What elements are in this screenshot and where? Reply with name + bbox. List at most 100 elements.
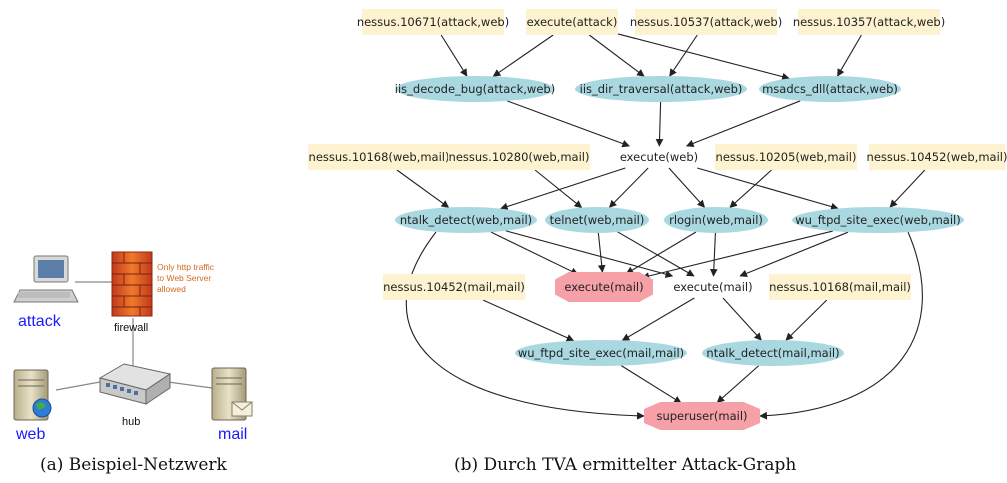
graph-edge: [505, 230, 674, 278]
graph-nodes: nessus.10671(attack,web) execute(attack) n…: [308, 9, 1007, 430]
attack-label: attack: [18, 313, 62, 330]
graph-edge: [785, 299, 828, 341]
node-shape: [798, 9, 940, 35]
graph-node-n10452mm: nessus.10452(mail,mail): [383, 274, 525, 300]
hub-icon: [98, 363, 172, 405]
graph-edge: [641, 230, 833, 280]
node-shape: [448, 144, 590, 170]
graph-node-n10168wm: nessus.10168(web,mail): [308, 144, 450, 170]
firewall-label: firewall: [114, 322, 148, 334]
node-shape: [515, 340, 687, 366]
node-label: nessus.10168(web,mail): [309, 150, 450, 164]
node-shape: [759, 76, 901, 102]
web-label: web: [15, 426, 45, 443]
graph-edge: [739, 231, 849, 277]
graph-edge: [440, 34, 468, 77]
graph-edge: [709, 232, 718, 277]
graph-node-iis-decode: iis_decode_bug(attack,web): [395, 76, 555, 102]
attack-graph: nessus.10671(attack,web) execute(attack) n…: [308, 9, 1007, 430]
mail-server-icon: [211, 367, 253, 421]
node-label: execute(web): [620, 150, 698, 164]
graph-edge: [617, 231, 695, 277]
node-label: rlogin(web,mail): [669, 213, 763, 227]
graph-edge: [685, 100, 801, 148]
node-label: nessus.10671(attack,web): [357, 15, 509, 29]
node-shape: [635, 9, 777, 35]
node-label: nessus.10280(web,mail): [449, 150, 590, 164]
node-shape: [555, 272, 653, 302]
caption-network: (a) Beispiel-Netzwerk: [40, 455, 227, 475]
graph-node-n10537: nessus.10537(attack,web): [630, 9, 782, 35]
graph-node-ntalk-wm: ntalk_detect(web,mail): [395, 207, 537, 233]
node-shape: [792, 207, 964, 233]
node-label: msadcs_dll(attack,web): [762, 82, 898, 96]
graph-node-exec-mail-goal: execute(mail): [555, 272, 653, 302]
graph-edge: [597, 232, 606, 273]
graph-edge: [655, 101, 664, 147]
graph-node-exec-mail: execute(mail): [673, 280, 752, 294]
graph-edge: [608, 167, 649, 208]
graph-node-ntalk-mm: ntalk_detect(mail,mail): [702, 340, 844, 366]
node-shape: [575, 76, 747, 102]
graph-node-n10168mm: nessus.10168(mail,mail): [769, 274, 911, 300]
graph-edge: [490, 231, 579, 275]
web-server-icon: [13, 369, 52, 421]
graph-node-wu-wm: wu_ftpd_site_exec(web,mail): [792, 207, 964, 233]
graph-edge: [837, 34, 862, 77]
graph-edge: [716, 365, 760, 404]
graph-edge: [889, 169, 926, 208]
graph-edge: [482, 299, 575, 342]
graph-edge: [396, 169, 450, 208]
node-label: nessus.10452(mail,mail): [383, 280, 525, 294]
link-hub-mail: [167, 381, 213, 389]
graph-node-exec-web: execute(web): [620, 150, 698, 164]
node-shape: [644, 402, 760, 430]
node-shape: [526, 9, 618, 35]
node-shape: [308, 144, 450, 170]
node-shape: [396, 76, 554, 102]
node-shape: [545, 207, 649, 233]
graph-edge: [722, 297, 762, 341]
graph-edge: [506, 100, 630, 148]
node-label: ntalk_detect(web,mail): [400, 213, 532, 227]
graph-node-msadcs: msadcs_dll(attack,web): [759, 76, 901, 102]
node-shape: [869, 144, 1005, 170]
node-label: telnet(web,mail): [550, 213, 645, 227]
graph-edge: [588, 34, 645, 77]
network-diagram: attack Only http traffic to Web Server a…: [13, 251, 253, 443]
graph-edge: [620, 365, 682, 404]
firewall-note-line3: allowed: [157, 284, 186, 294]
graph-node-iis-dir: iis_dir_traversal(attack,web): [575, 76, 747, 102]
node-label: superuser(mail): [656, 409, 747, 423]
graph-edge: [621, 297, 695, 341]
node-label: iis_dir_traversal(attack,web): [580, 82, 743, 96]
node-label: nessus.10537(attack,web): [630, 15, 782, 29]
node-label: nessus.10357(attack,web): [793, 15, 945, 29]
firewall-icon: [111, 251, 153, 317]
node-label: execute(attack): [527, 15, 618, 29]
graph-node-n10357: nessus.10357(attack,web): [793, 9, 945, 35]
node-label: wu_ftpd_site_exec(web,mail): [795, 213, 960, 227]
graph-edge: [405, 231, 645, 420]
graph-edge: [669, 34, 698, 77]
firewall-note-line2: to Web Server: [157, 273, 211, 283]
node-shape: [702, 340, 844, 366]
node-label: wu_ftpd_site_exec(mail,mail): [518, 346, 684, 360]
node-label: iis_decode_bug(attack,web): [395, 82, 555, 96]
graph-node-n10280: nessus.10280(web,mail): [448, 144, 590, 170]
mail-label: mail: [218, 426, 247, 443]
node-shape: [362, 9, 504, 35]
graph-edge: [534, 169, 583, 209]
node-label: ntalk_detect(mail,mail): [706, 346, 839, 360]
node-label: nessus.10452(web,mail): [867, 150, 1007, 164]
graph-node-wu-mm: wu_ftpd_site_exec(mail,mail): [515, 340, 687, 366]
caption-attack-graph: (b) Durch TVA ermittelter Attack-Graph: [454, 455, 797, 475]
node-shape: [715, 144, 857, 170]
graph-edges: [396, 33, 926, 420]
graph-edge: [759, 231, 923, 420]
graph-node-rlogin: rlogin(web,mail): [664, 207, 768, 233]
graph-node-n10671: nessus.10671(attack,web): [357, 9, 509, 35]
graph-edge: [697, 167, 839, 211]
graph-edge: [729, 169, 772, 208]
